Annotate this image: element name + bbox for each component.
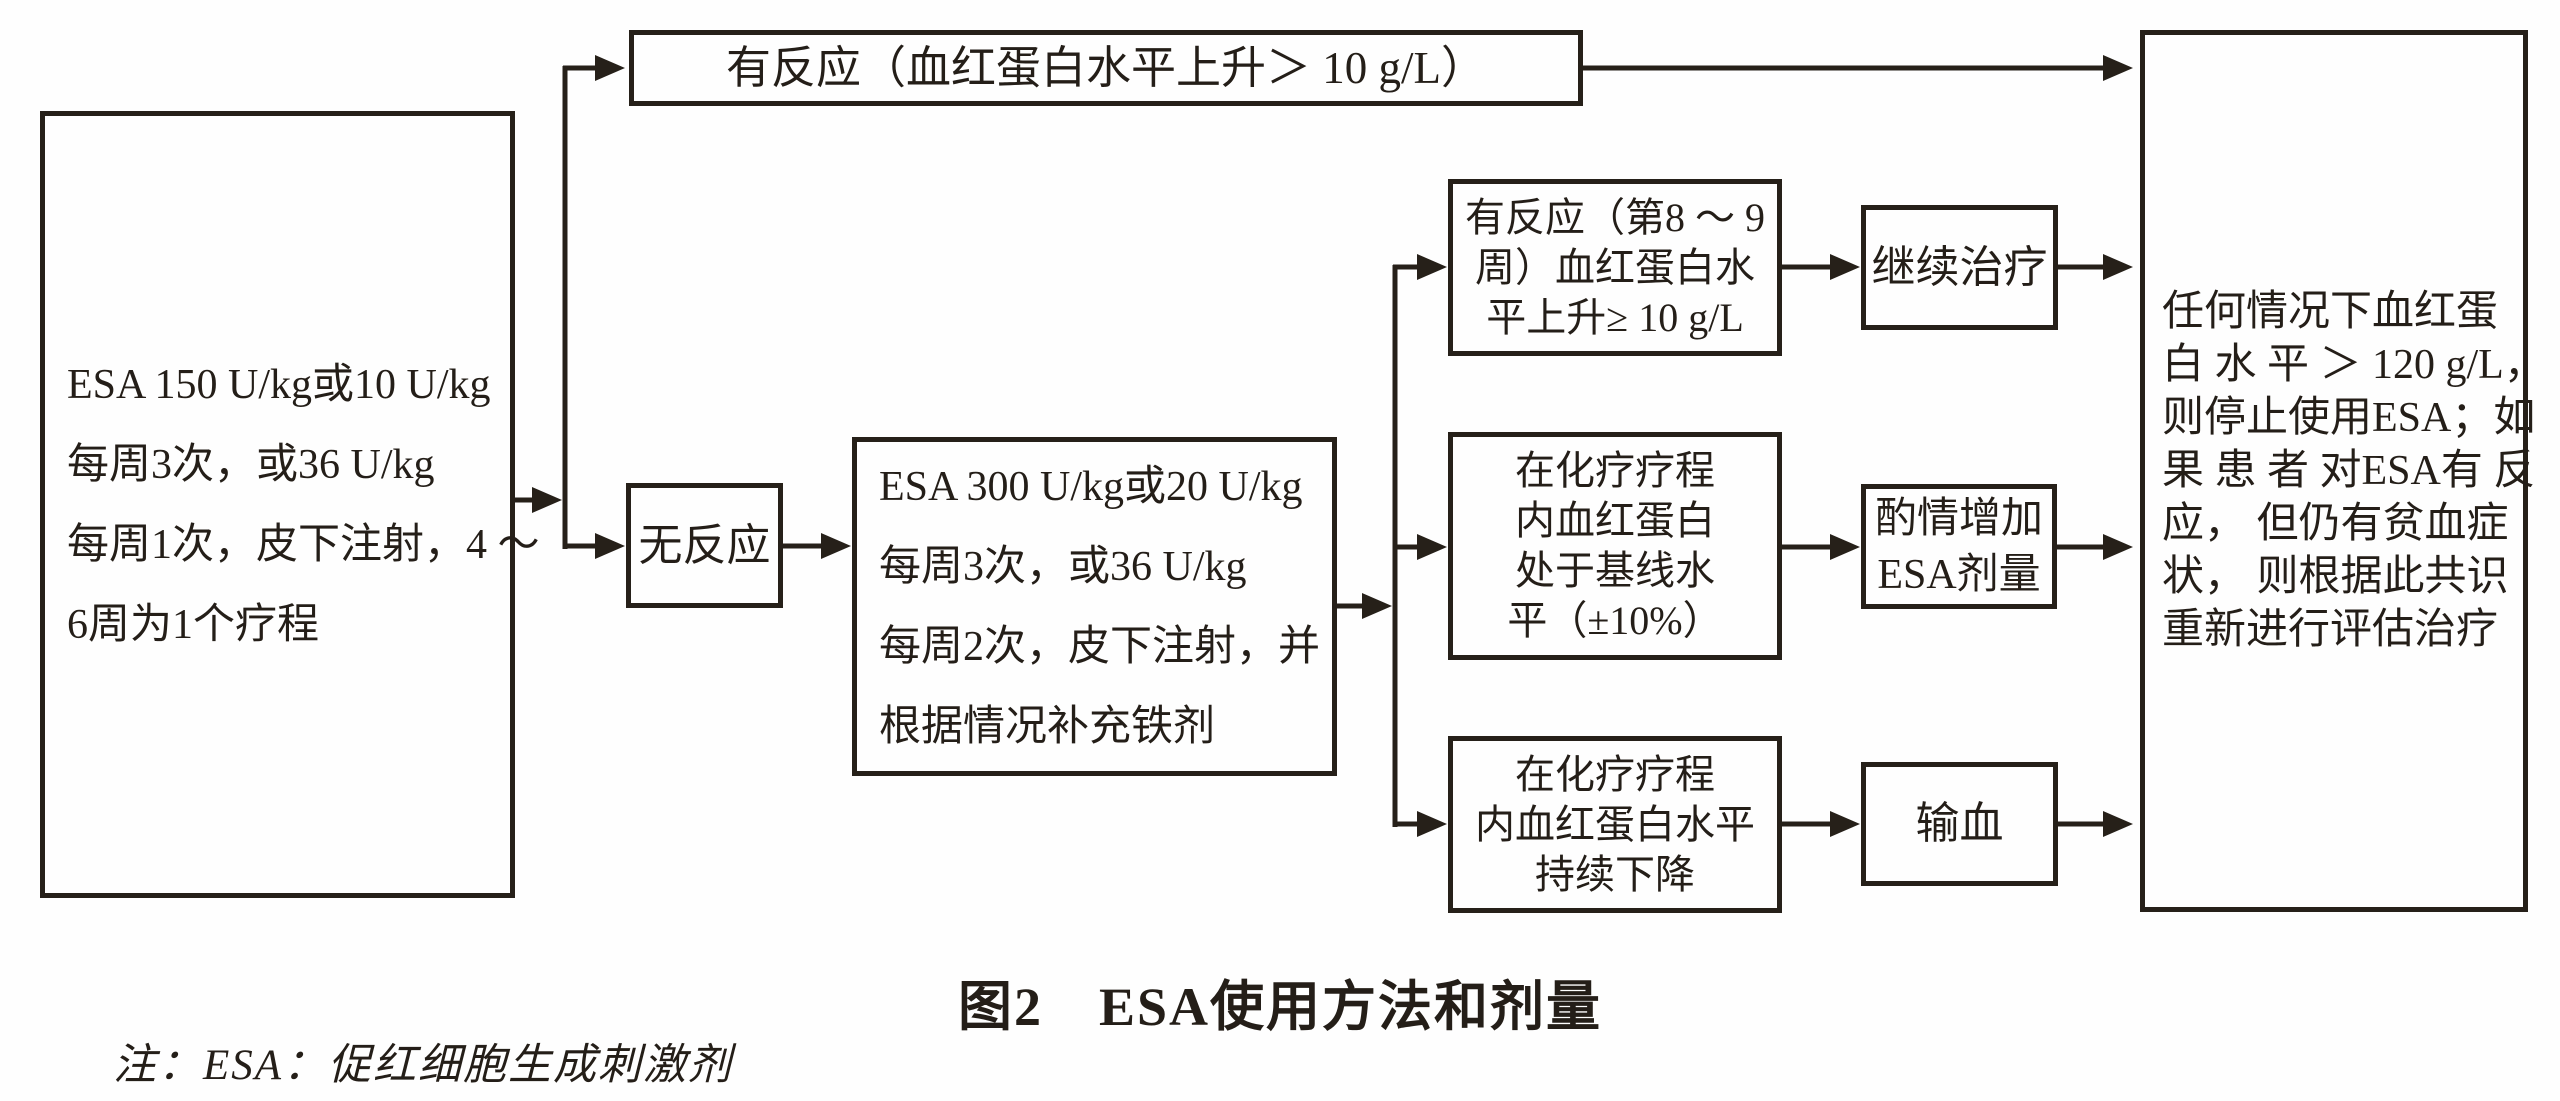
node-hemoglobin-declining: 在化疗疗程 内血红蛋白水平 持续下降	[1448, 736, 1782, 913]
node-text-line: 6周为1个疗程	[67, 601, 320, 648]
node-text-line: 继续治疗	[1871, 243, 2048, 292]
node-text-line: 有反应（血红蛋白水平上升＞ 10 g/L）	[726, 43, 1486, 93]
node-blood-transfusion: 输血	[1861, 762, 2058, 886]
node-text-line: 根据情况补充铁剂	[879, 703, 1216, 750]
node-text-line: 内血红蛋白水平	[1475, 801, 1755, 847]
figure-note: 注：ESA：促红细胞生成刺激剂	[113, 1042, 734, 1089]
node-esa-initial-dose: ESA 150 U/kg或10 U/kg 每周3次，或36 U/kg 每周1次，…	[40, 111, 540, 898]
node-response: 有反应（血红蛋白水平上升＞ 10 g/L）	[629, 30, 1583, 106]
node-text-line: 在化疗疗程	[1515, 448, 1715, 493]
node-text-line: 平（±10%）	[1507, 598, 1723, 643]
node-text-line: 应， 但仍有贫血症	[2162, 500, 2509, 547]
node-response-week8-9: 有反应（第8 ～ 9 周）血红蛋白水 平上升≥ 10 g/L	[1448, 179, 1782, 356]
node-text-line: 有反应（第8 ～ 9	[1465, 194, 1765, 240]
node-text-line: 白 水 平 ＞ 120 g/L，	[2162, 341, 2546, 388]
node-text-line: 平上升≥ 10 g/L	[1486, 294, 1744, 340]
node-increase-esa-dose: 酌情增加 ESA剂量	[1861, 484, 2057, 609]
node-text-line: 输血	[1915, 799, 2004, 848]
node-text-line: 持续下降	[1535, 851, 1695, 897]
node-text-line: 果 患 者 对ESA有 反	[2162, 447, 2536, 494]
node-text-line: 无反应	[638, 521, 771, 570]
node-text-line: 每周2次，皮下注射，并	[879, 623, 1321, 670]
node-text-line: 每周1次，皮下注射，4 ～	[67, 521, 540, 568]
node-text-line: 任何情况下血红蛋	[2162, 288, 2499, 335]
node-hemoglobin-baseline: 在化疗疗程 内血红蛋白 处于基线水 平（±10%）	[1448, 432, 1782, 660]
node-text-line: 则停止使用ESA；如	[2162, 394, 2536, 441]
node-text-line: ESA 300 U/kg或20 U/kg	[879, 463, 1303, 510]
node-text-line: 酌情增加	[1874, 495, 2043, 542]
node-text-line: 内血红蛋白	[1515, 498, 1715, 543]
node-no-response: 无反应	[626, 483, 783, 608]
node-text-line: 状， 则根据此共识	[2162, 553, 2509, 600]
node-esa-increased-dose: ESA 300 U/kg或20 U/kg 每周3次，或36 U/kg 每周2次，…	[852, 437, 1337, 776]
node-text-line: 每周3次，或36 U/kg	[67, 441, 435, 488]
node-text-line: 处于基线水	[1515, 548, 1715, 593]
node-text-line: 每周3次，或36 U/kg	[879, 543, 1247, 590]
node-text-line: 重新进行评估治疗	[2162, 606, 2499, 653]
figure-caption: 图2 ESA使用方法和剂量	[957, 977, 1603, 1037]
node-text-line: 周）血红蛋白水	[1475, 244, 1755, 290]
node-text-line: ESA 150 U/kg或10 U/kg	[67, 361, 491, 408]
node-text-line: 在化疗疗程	[1515, 751, 1715, 797]
node-text-line: ESA剂量	[1877, 551, 2041, 598]
node-continue-treatment: 继续治疗	[1861, 205, 2058, 330]
node-outcome-rules: 任何情况下血红蛋 白 水 平 ＞ 120 g/L， 则停止使用ESA；如 果 患…	[2140, 30, 2546, 912]
